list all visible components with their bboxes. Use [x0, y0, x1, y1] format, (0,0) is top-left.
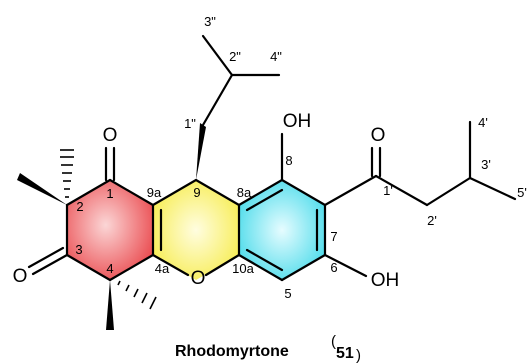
c9-wedge-bond	[196, 123, 206, 180]
locant-4: 4	[106, 261, 113, 276]
c3-carbonyl-bond	[27, 246, 69, 276]
locant-3-double-prime: 3"	[204, 14, 216, 29]
locant-4a: 4a	[155, 261, 170, 276]
compound-name: Rhodomyrtone	[175, 343, 289, 360]
c1-carbonyl-oxygen: O	[103, 125, 118, 146]
locant-1-double-prime: 1"	[184, 116, 196, 131]
locant-2-prime: 2'	[427, 213, 437, 228]
right-ring-fill	[239, 180, 325, 280]
ring-oxygen: O	[191, 268, 206, 289]
locant-4-double-prime: 4"	[270, 49, 282, 64]
locant-9: 9	[193, 185, 200, 200]
isobutyl-chain	[201, 34, 281, 127]
middle-ring-fill	[153, 180, 239, 280]
locant-5: 5	[284, 286, 291, 301]
caption-paren-open: (	[331, 333, 336, 350]
c2-hash-methyl	[60, 149, 74, 198]
locant-2: 2	[76, 199, 83, 214]
c8-hydroxyl: OH	[283, 111, 312, 132]
locant-1: 1	[106, 186, 113, 201]
compound-number: 51	[336, 345, 354, 362]
acyl-carbonyl-oxygen: O	[371, 125, 386, 146]
caption-paren-close: )	[356, 347, 361, 363]
c4-wedge-methyl	[106, 280, 114, 330]
c1-carbonyl-bond	[104, 146, 116, 182]
locant-7: 7	[330, 229, 337, 244]
c2-wedge-methyl	[17, 173, 67, 205]
locant-8a: 8a	[237, 185, 252, 200]
acyl-chain	[323, 120, 517, 207]
c4-hash-methyl	[117, 280, 157, 310]
c3-carbonyl-oxygen: O	[13, 266, 28, 287]
locant-6: 6	[330, 260, 337, 275]
locant-5-prime: 5'	[517, 185, 527, 200]
compound-caption: Rhodomyrtone	[175, 343, 289, 360]
right-ring-bonds	[237, 178, 327, 282]
locant-4-prime: 4'	[478, 115, 488, 130]
locant-9a: 9a	[147, 185, 162, 200]
c6-oh-bond	[323, 253, 368, 278]
locant-3-prime: 3'	[481, 157, 491, 172]
middle-ring-bonds	[151, 178, 241, 277]
left-ring-bonds	[65, 178, 163, 282]
c6-hydroxyl: OH	[371, 270, 400, 291]
locant-8: 8	[285, 153, 292, 168]
locant-3: 3	[75, 242, 82, 257]
locant-10a: 10a	[232, 261, 254, 276]
left-ring-fill	[67, 180, 153, 280]
locant-1-prime: 1'	[383, 183, 393, 198]
locant-2-double-prime: 2"	[229, 49, 241, 64]
